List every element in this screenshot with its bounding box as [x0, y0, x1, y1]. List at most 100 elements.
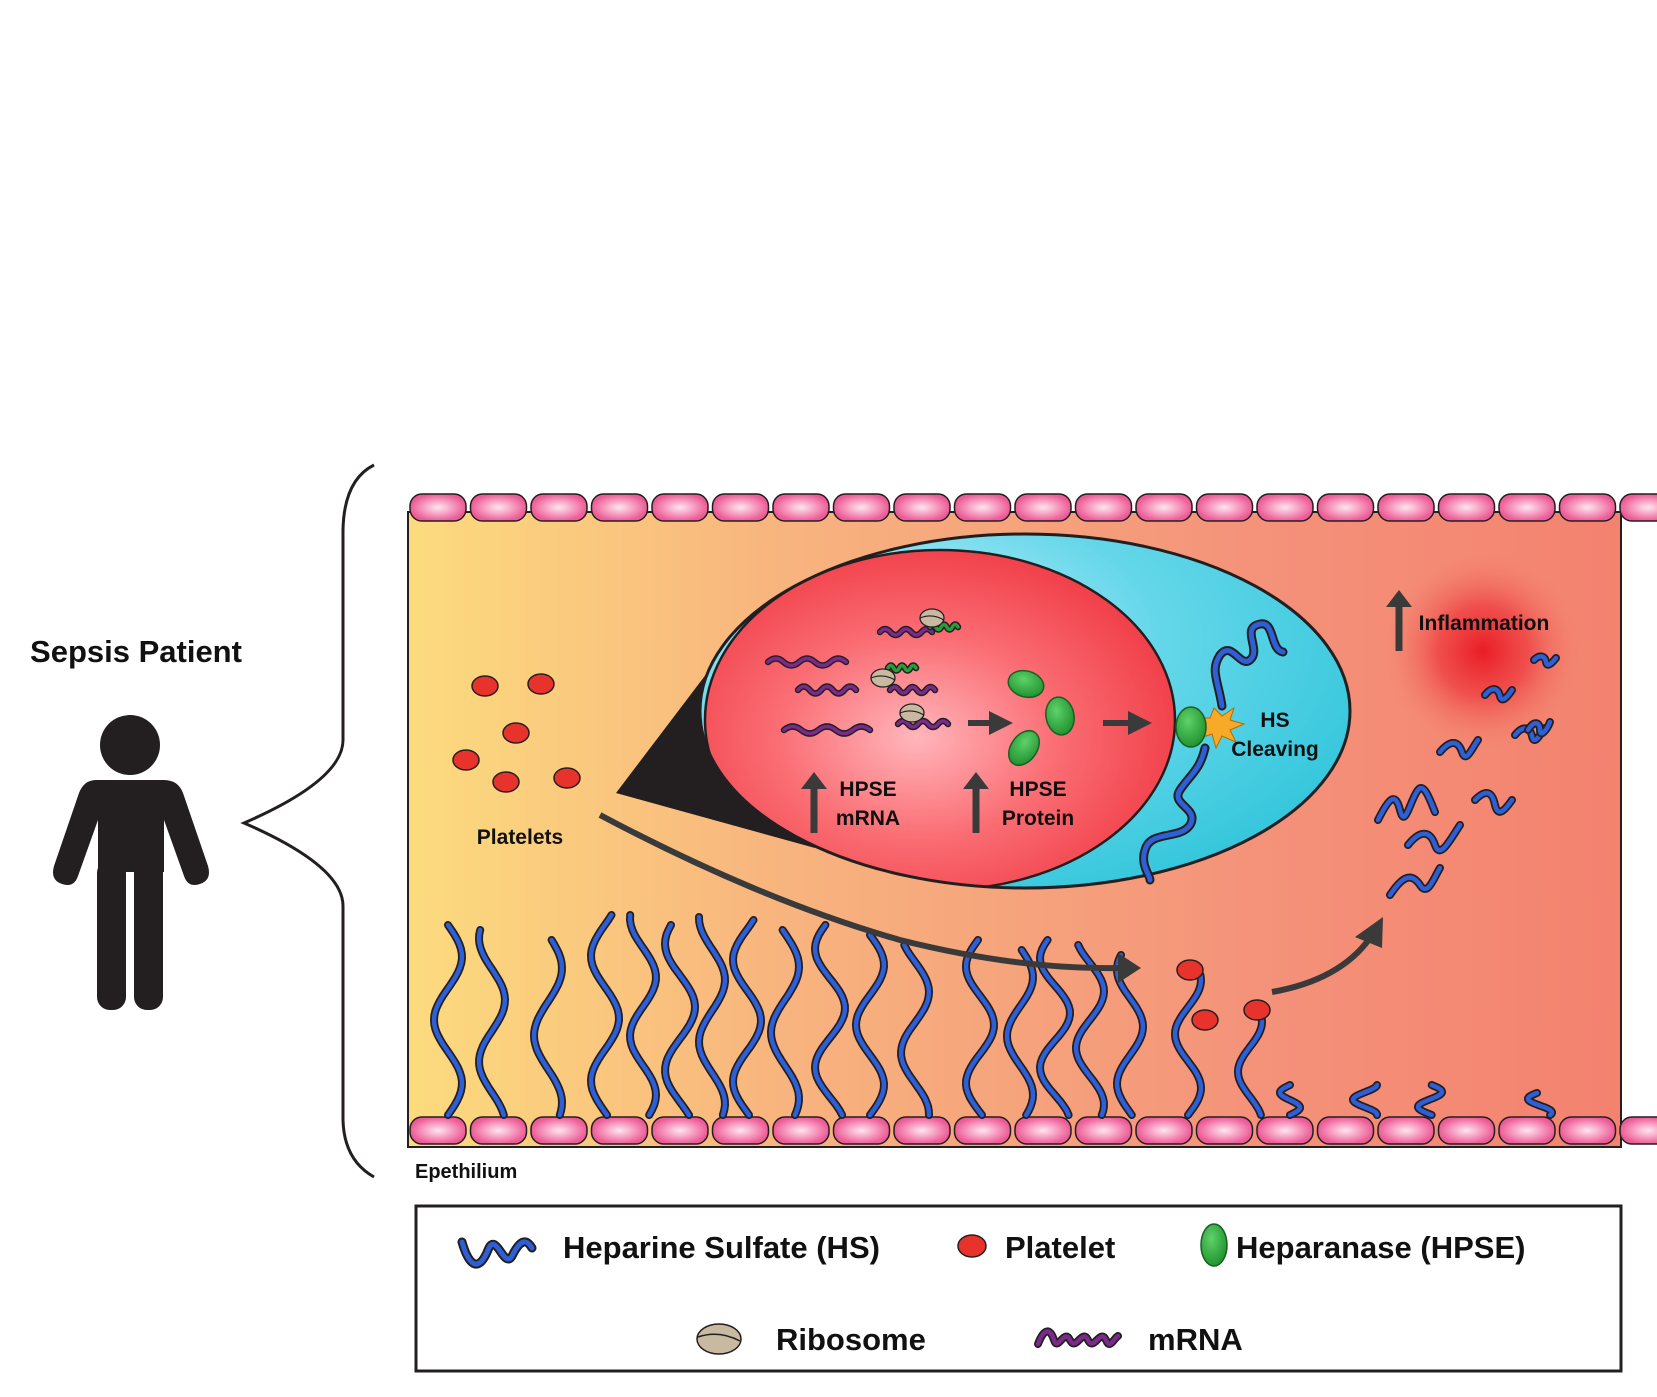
endothelial-cell	[409, 1116, 467, 1145]
up-arrow-icon	[963, 772, 989, 833]
endothelial-cells-bottom	[409, 1116, 1657, 1145]
endothelial-cell	[711, 493, 770, 522]
platelet	[502, 722, 530, 744]
hs-chain	[1004, 947, 1036, 1118]
hs-fragment	[1525, 719, 1553, 736]
platelet-cluster	[452, 673, 581, 793]
platelet	[527, 673, 555, 695]
person-icon	[53, 715, 209, 1010]
hs-chain	[963, 937, 997, 1118]
endothelial-cell	[953, 1116, 1012, 1145]
hpse-mrna-label-1: HPSE	[839, 778, 896, 801]
ribosome-group	[870, 608, 945, 723]
platelet	[471, 675, 499, 697]
hpse-protein-label-2: Protein	[1002, 807, 1074, 830]
hs-chain	[588, 912, 622, 1118]
hs-fragment	[1531, 654, 1559, 667]
heparanase	[1045, 696, 1075, 736]
hs-chain-stub	[1277, 1082, 1303, 1118]
endothelial-cell	[893, 493, 951, 522]
endothelial-cell	[772, 493, 830, 522]
hs-chain	[1235, 1002, 1265, 1118]
endothelial-cell	[832, 493, 891, 522]
endothelial-cell	[1619, 1116, 1657, 1145]
endothelial-cell	[1558, 493, 1617, 522]
endothelial-cell	[772, 1116, 830, 1145]
hs-chain	[696, 914, 728, 1118]
endothelial-cell	[1256, 1116, 1314, 1145]
endothelial-cell	[1437, 1116, 1496, 1145]
hs-fragment	[1437, 737, 1481, 759]
hs-chain	[662, 922, 698, 1118]
mrna	[766, 656, 848, 668]
hs-fragments	[1374, 652, 1560, 899]
hs-chain	[431, 922, 465, 1118]
hs-chain	[531, 937, 565, 1118]
endothelial-cell	[1195, 493, 1254, 522]
endothelial-cell	[530, 1116, 588, 1145]
zoom-inset	[698, 532, 1352, 890]
endothelial-cell	[469, 493, 528, 522]
heparanase-legend-icon	[1200, 1223, 1228, 1267]
hs-fragment	[1472, 790, 1515, 814]
hpse-protein-cluster	[1007, 669, 1075, 767]
endothelial-cell	[1195, 1116, 1254, 1145]
platelet	[1243, 999, 1271, 1021]
endothelial-cell	[651, 493, 709, 522]
endothelial-cell	[1135, 493, 1193, 522]
endothelial-cell	[590, 1116, 649, 1145]
mrna	[888, 685, 937, 695]
mrna	[782, 724, 872, 736]
legend-mrna-label: mRNA	[1148, 1322, 1243, 1357]
hs-chain-stub	[1415, 1082, 1445, 1118]
endothelial-cell	[1074, 1116, 1133, 1145]
platelet-legend-icon	[957, 1234, 987, 1258]
endothelial-cell	[651, 1116, 709, 1145]
legend-hpse-label: Heparanase (HPSE)	[1236, 1230, 1525, 1265]
endothelial-cell	[1437, 493, 1496, 522]
heparanase	[1175, 706, 1207, 748]
endothelial-cell	[1316, 493, 1375, 522]
hs-chain	[730, 917, 764, 1118]
hs-fragment	[1482, 686, 1515, 702]
legend-hs-label: Heparine Sulfate (HS)	[563, 1230, 880, 1265]
hs-cleaving-label-1: HS	[1260, 709, 1289, 732]
hs-cleaving-label-2: Cleaving	[1231, 738, 1319, 761]
platelet	[553, 767, 581, 789]
endothelial-cell	[1558, 1116, 1617, 1145]
legend-ribosome-label: Ribosome	[776, 1322, 926, 1357]
platelet	[492, 771, 520, 793]
endothelial-cell	[1014, 1116, 1072, 1145]
patient-title: Sepsis Patient	[30, 634, 242, 669]
ribosome	[899, 703, 925, 723]
release-arrow	[1271, 936, 1373, 995]
endothelial-cell	[1014, 493, 1072, 522]
mrna	[796, 684, 858, 696]
hs-fragment	[1387, 865, 1443, 898]
mrna	[878, 627, 934, 637]
hs-fragment	[1405, 822, 1463, 853]
curly-brace	[240, 463, 375, 1179]
mrna	[896, 719, 950, 729]
ribosome	[919, 608, 945, 628]
endothelial-cell	[893, 1116, 951, 1145]
endothelial-cell	[1377, 1116, 1435, 1145]
legend: Heparine Sulfate (HS) Platelet Heparanas…	[414, 1204, 1623, 1373]
ribosome	[870, 668, 896, 688]
heparanase	[1007, 669, 1045, 699]
hs-chain	[768, 927, 802, 1118]
platelet	[452, 749, 480, 771]
endothelial-cell	[953, 493, 1012, 522]
endothelial-cell	[1135, 1116, 1193, 1145]
platelet	[1191, 1009, 1219, 1031]
hs-chain	[1073, 942, 1107, 1118]
hs-chain	[476, 927, 508, 1118]
endothelial-cell	[1498, 1116, 1556, 1145]
hs-fragment	[1375, 785, 1438, 823]
endothelial-cells-top	[409, 493, 1657, 522]
heparanase	[1008, 729, 1040, 767]
endothelial-cell	[1619, 493, 1657, 522]
endothelial-cell	[1074, 493, 1133, 522]
platelet	[1176, 959, 1204, 981]
hs-chain	[853, 932, 887, 1118]
